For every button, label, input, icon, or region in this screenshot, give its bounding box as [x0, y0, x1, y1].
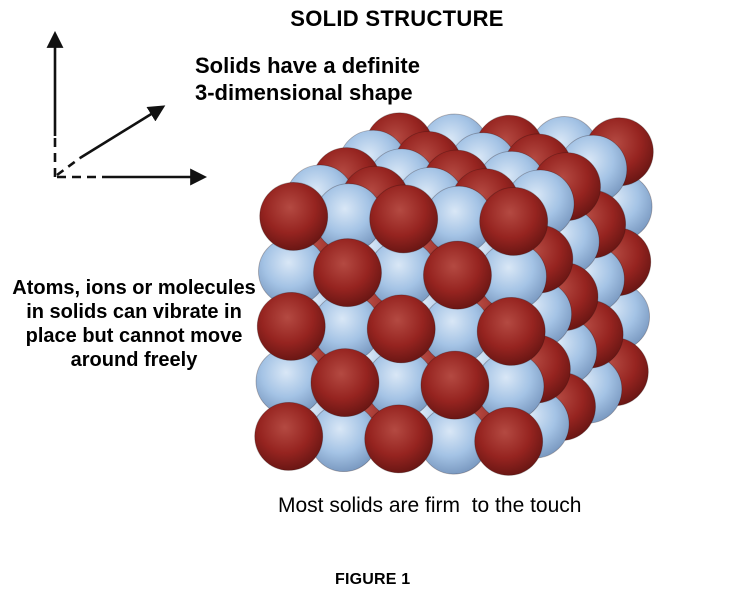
- axis-diagonal-dashed: [56, 156, 81, 177]
- subtitle-line-2: 3-dimensional shape: [195, 80, 413, 105]
- subtitle-line-1: Solids have a definite: [195, 53, 420, 78]
- axis-diagonal-arrow: [79, 105, 166, 160]
- red-atom-sphere: [423, 240, 492, 310]
- 3d-axes-icon: [46, 30, 208, 186]
- red-atom-sphere: [310, 348, 380, 418]
- red-atom-sphere: [476, 296, 546, 366]
- red-atom-sphere: [259, 182, 329, 251]
- vibration-note-line-4: around freely: [70, 349, 198, 371]
- red-atom-sphere: [369, 184, 439, 254]
- subtitle: Solids have a definite 3-dimensional sha…: [195, 52, 420, 106]
- atom-spheres-group: [254, 112, 654, 476]
- red-atom-sphere: [364, 404, 434, 474]
- vibration-note: Atoms, ions or molecules in solids can v…: [0, 276, 268, 372]
- vibration-note-line-2: in solids can vibrate in: [26, 301, 242, 323]
- red-atom-sphere: [420, 350, 490, 420]
- red-atom-sphere: [254, 401, 324, 471]
- crystal-lattice-illustration: [254, 112, 654, 476]
- figure-label: FIGURE 1: [335, 571, 411, 588]
- vibration-note-line-1: Atoms, ions or molecules: [12, 277, 256, 299]
- red-atom-sphere: [313, 238, 382, 308]
- red-atom-sphere: [366, 294, 436, 364]
- red-atom-sphere: [256, 292, 326, 361]
- red-atom-sphere: [474, 406, 544, 476]
- red-atom-sphere: [479, 187, 549, 256]
- page-title: SOLID STRUCTURE: [290, 6, 504, 31]
- caption: Most solids are firm to the touch: [278, 494, 582, 517]
- vibration-note-line-3: place but cannot move: [25, 325, 243, 347]
